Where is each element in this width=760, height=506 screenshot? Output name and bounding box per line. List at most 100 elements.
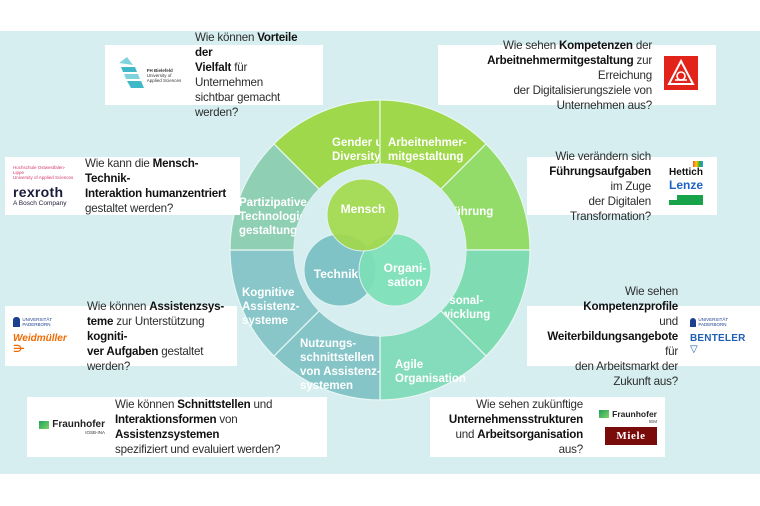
question-line: sichtbar gemacht werden? xyxy=(195,90,315,120)
question-keyword: kogniti- xyxy=(87,329,128,343)
question-fragment: und xyxy=(250,398,273,411)
question-keyword: Vorteile der xyxy=(195,31,298,59)
question-fragment: der Digitalen Transformation? xyxy=(570,194,651,223)
question-fragment: zur Erreichung xyxy=(597,53,652,82)
question-keyword: Schnittstellen xyxy=(177,398,251,411)
question-fragment: der xyxy=(632,38,652,52)
question-line: Vielfalt für Unternehmen xyxy=(195,60,315,90)
question-line: Interaktionsformen von Assistenzsystemen xyxy=(115,412,319,442)
iem-label: IEM xyxy=(648,419,657,424)
question-keyword: Arbeitsorganisation xyxy=(477,428,583,441)
question-card-assistenzsysteme: UNIVERSITÄT PADERBORN Weidmüller ⋺ Wie kön… xyxy=(5,300,237,373)
fraunhofer-logo: Fraunhofer xyxy=(39,419,105,430)
question-line: Unternehmensstrukturen xyxy=(438,412,583,427)
question-keyword: Interaktion humanzentriert xyxy=(85,187,227,200)
question-fragment: im Zuge xyxy=(610,179,652,193)
question-fragment: Wie sehen zukünftige xyxy=(476,398,583,411)
question-text: Wie können Assistenzsys-teme zur Unterst… xyxy=(87,299,229,374)
question-fragment: Wie kann die xyxy=(85,157,153,170)
ig-metall-logo xyxy=(664,55,698,95)
question-line: der Digitalen Transformation? xyxy=(535,194,651,224)
question-line: den Arbeitsmarkt der Zukunft aus? xyxy=(535,359,678,389)
question-fragment: Wie können xyxy=(115,398,178,411)
question-keyword: ver Aufgaben xyxy=(87,344,159,358)
question-line: teme zur Unterstützung kogniti- xyxy=(87,314,229,344)
hettich-logo: Hettich xyxy=(669,161,703,178)
question-line: ver Aufgaben gestaltet werden? xyxy=(87,344,229,374)
benteler-logo: BENTELER ▽ xyxy=(690,333,746,355)
question-keyword: Weiterbildungsangebote xyxy=(547,329,678,343)
question-keyword: Assistenzsystemen xyxy=(115,428,220,441)
question-line: Interaktion humanzentriert xyxy=(85,186,232,201)
question-text: Wie kann die Mensch-Technik-Interaktion … xyxy=(85,156,232,216)
question-fragment: der Digitalisierungsziele von Unternehme… xyxy=(513,83,652,112)
question-fragment: Wie können xyxy=(87,299,150,313)
question-keyword: Führungsaufgaben xyxy=(549,164,651,178)
weidmueller-logo: Weidmüller ⋺ xyxy=(13,333,67,355)
question-keyword: Kompetenzprofile xyxy=(583,299,678,313)
question-line: Wie verändern sich xyxy=(535,149,651,164)
question-line: Arbeitnehmermitgestaltung zur Erreichung xyxy=(446,53,652,83)
question-fragment: von xyxy=(216,413,238,426)
logo-group xyxy=(664,55,708,95)
lenze-logo: Lenze xyxy=(668,178,703,192)
question-line: spezifiziert und evaluiert werden? xyxy=(115,442,319,457)
question-fragment: den Arbeitsmarkt der Zukunft aus? xyxy=(575,359,678,388)
question-fragment: aus? xyxy=(558,443,584,456)
question-fragment: zur Unterstützung xyxy=(113,314,205,328)
question-fragment: sichtbar gemacht werden? xyxy=(195,91,281,119)
question-keyword: Interaktionsformen xyxy=(115,413,217,426)
bosch-label: A Bosch Company xyxy=(13,200,67,207)
question-line: Wie können Vorteile der xyxy=(195,30,315,60)
segment-label-arbeitnehmer: Arbeitnehmer-mitgestaltung xyxy=(388,137,467,163)
question-line: und Weiterbildungsangebote für xyxy=(535,314,678,359)
question-keyword: Arbeitnehmermitgestaltung xyxy=(487,53,634,67)
question-fragment: gestaltet werden? xyxy=(87,344,204,373)
question-keyword: Vielfalt xyxy=(195,61,232,74)
question-keyword: Assistenzsys- xyxy=(149,299,224,313)
question-line: Wie sehen zukünftige xyxy=(438,397,583,412)
uni-bielefeld-logo xyxy=(669,192,703,205)
venn-mensch xyxy=(326,178,400,252)
question-fragment: spezifiziert und evaluiert werden? xyxy=(115,443,281,456)
venn-label-organisation: Organi-sation xyxy=(384,261,427,289)
logo-group: UNIVERSITÄT PADERBORN Weidmüller ⋺ xyxy=(13,317,77,355)
question-line: gestaltet werden? xyxy=(85,201,232,216)
upb-logo: UNIVERSITÄT PADERBORN xyxy=(13,317,77,327)
question-line: Wie sehen Kompetenzen der xyxy=(446,38,652,53)
question-keyword: Kompetenzen xyxy=(559,38,633,52)
question-fragment: und xyxy=(659,314,678,328)
fraunhofer-logo: Fraunhofer xyxy=(599,409,657,419)
question-line: Wie kann die Mensch-Technik- xyxy=(85,156,232,186)
question-line: Wie können Assistenzsys- xyxy=(87,299,229,314)
question-keyword: teme xyxy=(87,314,114,328)
miele-logo: Miele xyxy=(605,424,657,445)
fh-bielefeld-icon xyxy=(117,55,147,96)
question-fragment: gestaltet werden? xyxy=(85,202,174,215)
question-keyword: Unternehmensstrukturen xyxy=(448,413,583,426)
